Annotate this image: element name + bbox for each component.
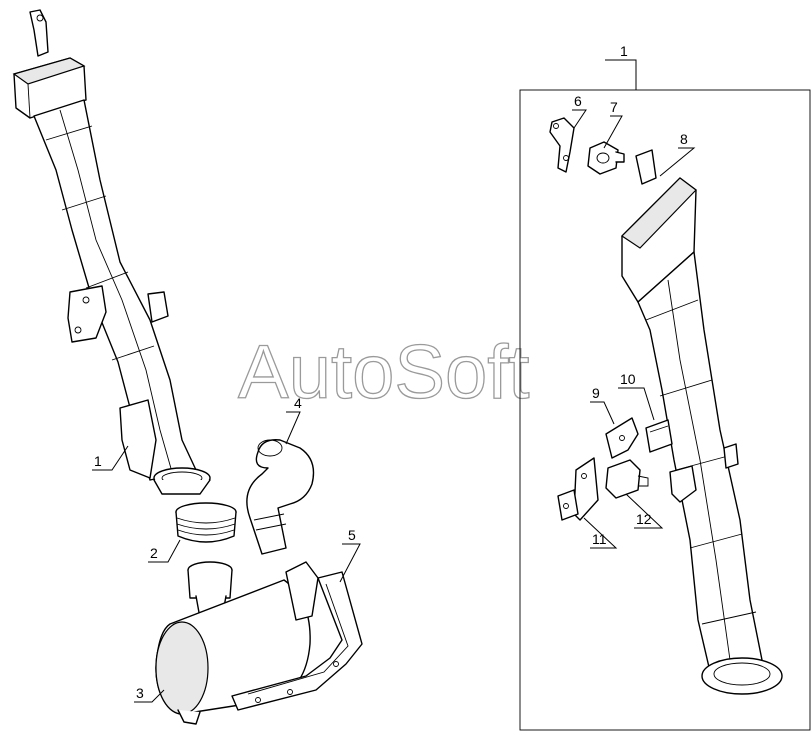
group-frame [519, 89, 811, 731]
callout-2: 2 [150, 545, 158, 561]
callout-5: 5 [348, 527, 356, 543]
bracket-9 [605, 417, 639, 459]
mounting-bracket-5 [231, 571, 363, 711]
callout-6: 6 [574, 93, 582, 109]
callout-12: 12 [636, 511, 652, 527]
callout-7: 7 [610, 99, 618, 115]
group-leader [605, 59, 637, 90]
intake-pipe-right [621, 149, 783, 695]
callout-4: 4 [294, 395, 302, 411]
callout-11: 11 [592, 531, 607, 547]
callout-9: 9 [592, 385, 600, 401]
bellows-coupler-2 [175, 502, 237, 543]
bracket-11 [557, 457, 599, 521]
callout-group-1: 1 [620, 43, 628, 59]
callout-10: 10 [620, 371, 636, 387]
hose-4 [246, 439, 315, 555]
callout-3: 3 [136, 685, 144, 701]
clip-6 [549, 117, 575, 173]
callout-8: 8 [680, 131, 688, 147]
intake-pipe-left [12, 9, 211, 495]
rubber-mount-7 [587, 141, 625, 175]
watermark-text: AutoSoft [238, 330, 530, 415]
callout-1: 1 [94, 453, 102, 469]
rubber-block-10 [645, 419, 673, 453]
leader-lines [92, 109, 696, 703]
rubber-block-12 [605, 459, 649, 499]
